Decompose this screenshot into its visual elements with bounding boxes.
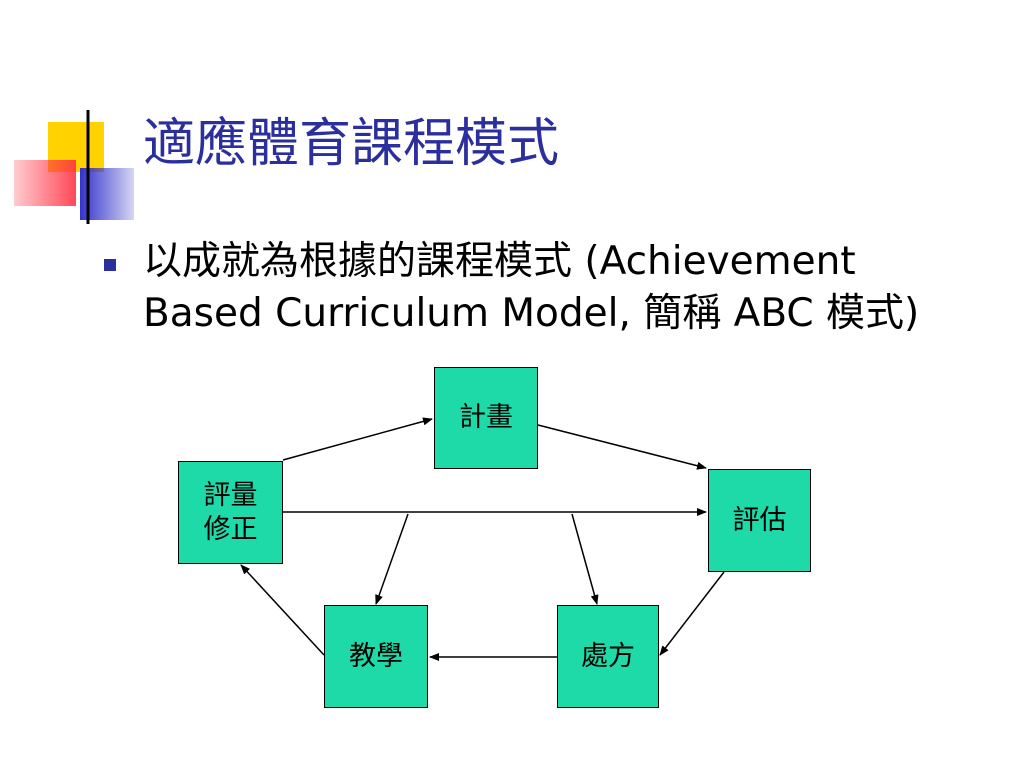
bullet-line-1: 以成就為根據的課程模式 (Achievement (143, 239, 856, 284)
title-decoration (14, 110, 1000, 224)
node-evaluate-label-2: 修正 (203, 513, 258, 545)
bullet-square-icon (104, 259, 116, 271)
arrow-plan-to-assess (537, 424, 707, 470)
slide-title: 適應體育課程模式 (143, 114, 560, 174)
arrow-evaluate-to-plan (282, 417, 433, 461)
bullet-text: 以成就為根據的課程模式 (Achievement Based Curriculu… (143, 236, 1003, 340)
node-teach-label: 教學 (349, 640, 403, 672)
node-prescribe: 處方 (557, 605, 659, 708)
decor-red-square (14, 160, 76, 206)
node-plan: 計畫 (434, 367, 538, 469)
node-assess-label: 評估 (732, 504, 787, 536)
bullet-line-2: Based Curriculum Model, 簡稱 ABC 模式) (143, 291, 920, 336)
node-evaluate-label-1: 評量 (203, 479, 258, 511)
node-evaluate-revise: 評量 修正 (178, 461, 283, 564)
arrow-assess-to-prescribe (659, 571, 725, 656)
node-prescribe-label: 處方 (581, 640, 635, 672)
node-assess: 評估 (708, 469, 811, 572)
node-teach: 教學 (324, 605, 428, 708)
arrow-line-to-prescribe (571, 513, 599, 605)
arrow-teach-to-evaluate (240, 564, 325, 656)
node-plan-label: 計畫 (459, 402, 513, 433)
arrow-line-to-teach (375, 513, 409, 605)
